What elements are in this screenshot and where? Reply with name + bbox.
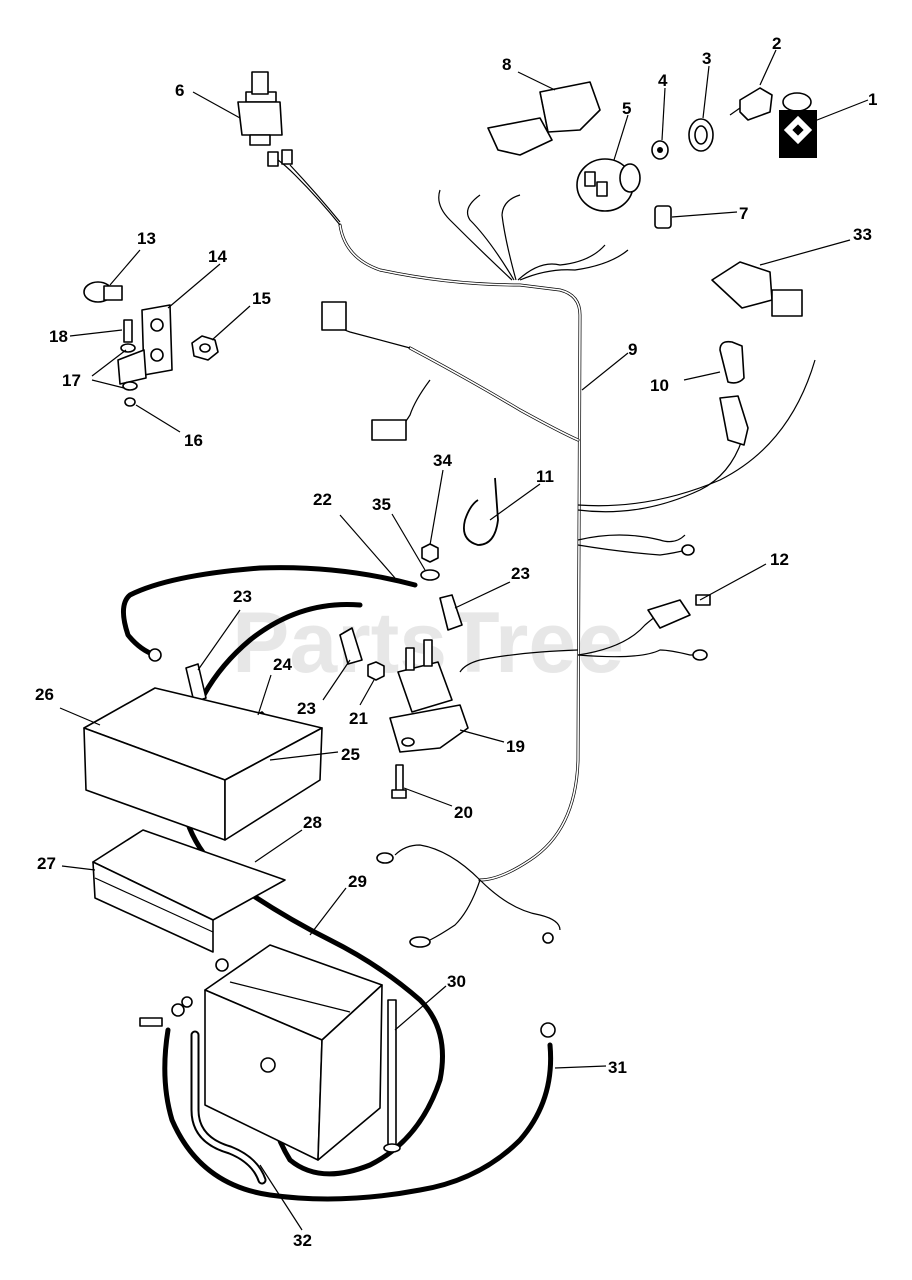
callout-12: 12 bbox=[770, 550, 789, 569]
callout-23b: 23 bbox=[233, 587, 252, 606]
callout-30: 30 bbox=[447, 972, 466, 991]
terminals bbox=[139, 544, 708, 1073]
callout-16: 16 bbox=[184, 431, 203, 450]
clip-7 bbox=[654, 205, 672, 229]
callout-3: 3 bbox=[702, 49, 711, 68]
switch-8 bbox=[487, 81, 601, 156]
callout-23c: 23 bbox=[297, 699, 316, 718]
nut-21 bbox=[367, 661, 385, 681]
ring-3 bbox=[688, 118, 714, 152]
hold-down-rod-30 bbox=[383, 999, 401, 1153]
callout-14: 14 bbox=[208, 247, 227, 266]
switch-2 bbox=[729, 87, 773, 121]
decal-1 bbox=[779, 92, 817, 158]
callout-19: 19 bbox=[506, 737, 525, 756]
boot-23-left bbox=[185, 663, 207, 703]
callout-21: 21 bbox=[349, 709, 368, 728]
fuse-holder-12 bbox=[647, 594, 711, 629]
callout-7: 7 bbox=[739, 204, 748, 223]
washer-35 bbox=[420, 569, 440, 581]
battery-cables bbox=[121, 565, 554, 1202]
callout-18: 18 bbox=[49, 327, 68, 346]
bracket-14 bbox=[117, 304, 173, 385]
callout-27: 27 bbox=[37, 854, 56, 873]
battery bbox=[204, 944, 383, 1161]
callout-4: 4 bbox=[658, 71, 668, 90]
boot-23-right bbox=[439, 594, 463, 631]
battery-pad-27 bbox=[92, 829, 286, 953]
callout-24: 24 bbox=[273, 655, 292, 674]
callout-23a: 23 bbox=[511, 564, 530, 583]
nut-34 bbox=[421, 543, 439, 563]
cover-10 bbox=[719, 340, 749, 446]
callout-34: 34 bbox=[433, 451, 452, 470]
callout-33: 33 bbox=[853, 225, 872, 244]
callout-15: 15 bbox=[252, 289, 271, 308]
callout-17: 17 bbox=[62, 371, 81, 390]
callout-labels: 1 2 3 4 5 6 7 8 9 10 11 12 13 14 15 16 1… bbox=[35, 34, 877, 1250]
sensor-13 bbox=[83, 281, 123, 303]
callout-5: 5 bbox=[622, 99, 631, 118]
callout-28: 28 bbox=[303, 813, 322, 832]
callout-31: 31 bbox=[608, 1058, 627, 1077]
connector-harness-left bbox=[321, 301, 407, 441]
callout-11: 11 bbox=[536, 467, 554, 486]
boot-23-center bbox=[339, 627, 363, 665]
leader-lines bbox=[59, 49, 869, 1231]
callout-22: 22 bbox=[313, 490, 332, 509]
callout-8: 8 bbox=[502, 55, 511, 74]
callout-9: 9 bbox=[628, 340, 637, 359]
callout-26: 26 bbox=[35, 685, 54, 704]
battery-cover-26 bbox=[83, 687, 323, 841]
callout-32: 32 bbox=[293, 1231, 312, 1250]
relay-33 bbox=[711, 261, 803, 317]
hardware-16-18 bbox=[120, 319, 138, 407]
bolt-20 bbox=[391, 764, 407, 799]
ignition-switch-5 bbox=[576, 158, 641, 212]
nut-15 bbox=[191, 335, 219, 361]
solenoid-19 bbox=[389, 639, 469, 753]
callout-2: 2 bbox=[772, 34, 781, 53]
nut-4 bbox=[651, 140, 669, 160]
callout-35: 35 bbox=[372, 495, 391, 514]
clamp-11 bbox=[463, 477, 499, 546]
callout-6: 6 bbox=[175, 81, 184, 100]
switch-6 bbox=[237, 71, 293, 167]
callout-13: 13 bbox=[137, 229, 156, 248]
callout-10: 10 bbox=[650, 376, 669, 395]
callout-1: 1 bbox=[868, 90, 877, 109]
callout-20: 20 bbox=[454, 803, 473, 822]
callout-25: 25 bbox=[341, 745, 360, 764]
callout-29: 29 bbox=[348, 872, 367, 891]
